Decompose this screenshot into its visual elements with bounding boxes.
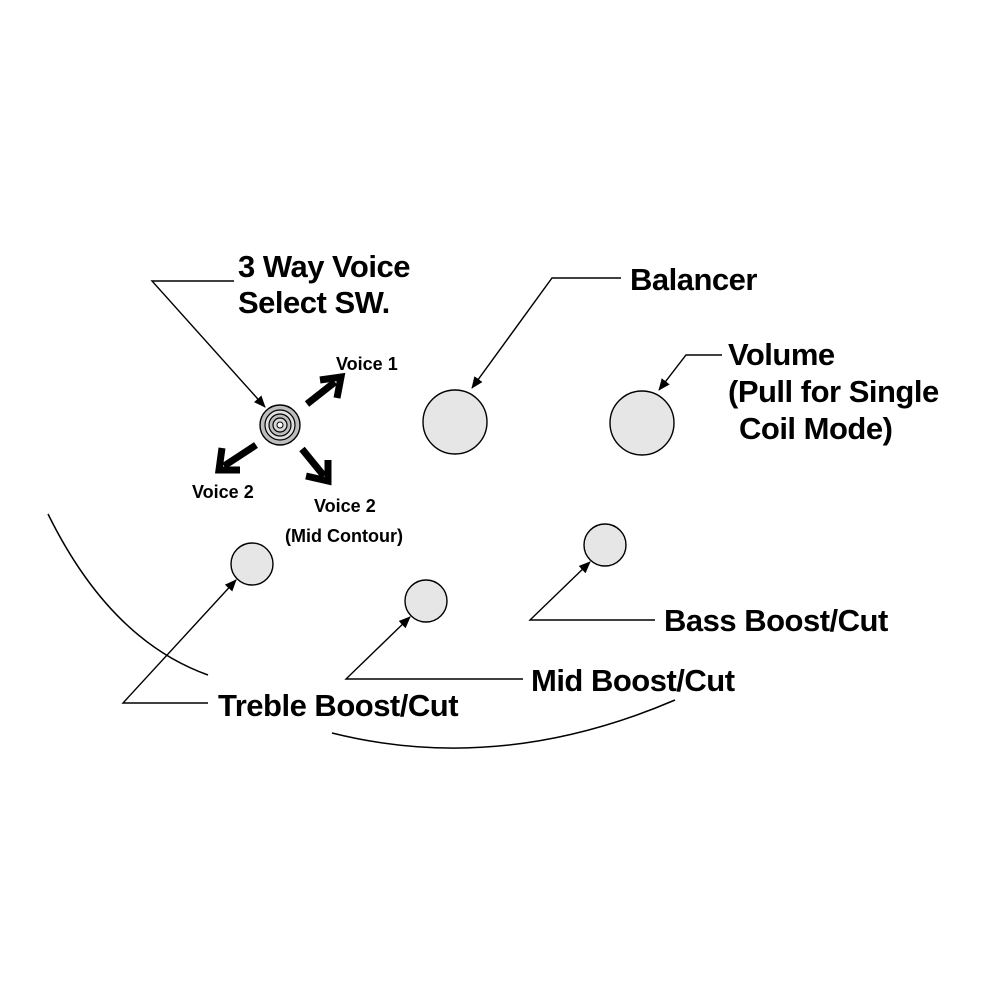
treble-label: Treble Boost/Cut	[218, 688, 458, 723]
volume-label-line2: (Pull for Single	[728, 374, 939, 409]
balancer-label: Balancer	[630, 262, 757, 297]
voice1-direction-arrow	[304, 372, 346, 407]
voice2-direction-arrow	[214, 442, 258, 474]
bass-label: Bass Boost/Cut	[664, 603, 888, 638]
switch-label-line1: 3 Way Voice	[238, 249, 410, 284]
mid-label: Mid Boost/Cut	[531, 663, 735, 698]
voice2-mid-label-line2: (Mid Contour)	[285, 526, 403, 546]
volume-knob[interactable]	[609, 390, 675, 456]
volume-leader-line	[658, 354, 722, 391]
voice2-label: Voice 2	[192, 482, 254, 502]
mid-knob[interactable]	[404, 579, 448, 623]
volume-label-line1: Volume	[728, 337, 835, 372]
treble-leader-line	[121, 579, 237, 704]
treble-knob[interactable]	[230, 542, 274, 586]
voice2-mid-label-line1: Voice 2	[314, 496, 376, 516]
voice2-mid-direction-arrow	[299, 446, 332, 486]
voice1-label: Voice 1	[336, 354, 398, 374]
balancer-knob[interactable]	[422, 389, 488, 455]
volume-label-line3: Coil Mode)	[739, 411, 892, 446]
mid-leader-line	[344, 616, 523, 680]
switch-leader-line	[150, 280, 266, 408]
body-outline-bottom	[331, 699, 676, 749]
bass-leader-line	[528, 561, 655, 621]
voice-select-switch[interactable]	[259, 404, 301, 446]
balancer-leader-line	[471, 277, 621, 389]
switch-label-line2: Select SW.	[238, 285, 390, 320]
bass-knob[interactable]	[583, 523, 627, 567]
body-outline-left	[47, 513, 209, 676]
